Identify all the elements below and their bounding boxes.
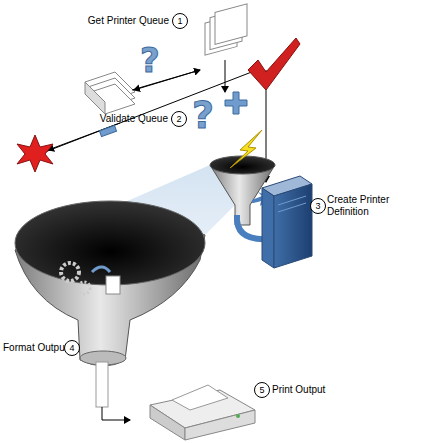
callout-number: 3 xyxy=(310,198,326,214)
printer-definition-book xyxy=(262,176,312,268)
step-label: Print Output xyxy=(272,384,325,396)
callout-number: 5 xyxy=(254,382,270,398)
step-label: Validate Queue xyxy=(100,113,168,125)
step-label: Create Printer Definition xyxy=(327,194,423,218)
callout-number: 1 xyxy=(172,13,188,29)
format-funnel xyxy=(15,201,205,366)
callout-number: 4 xyxy=(64,340,80,356)
callout-number: 2 xyxy=(171,111,187,127)
svg-text:?: ? xyxy=(192,93,214,137)
svg-text:?: ? xyxy=(140,40,160,80)
paper-stack xyxy=(85,72,135,114)
paper-stack xyxy=(205,4,247,55)
step-label: Get Printer Queue xyxy=(88,15,169,27)
step-label: Format Output xyxy=(3,342,67,354)
printer xyxy=(150,385,255,440)
